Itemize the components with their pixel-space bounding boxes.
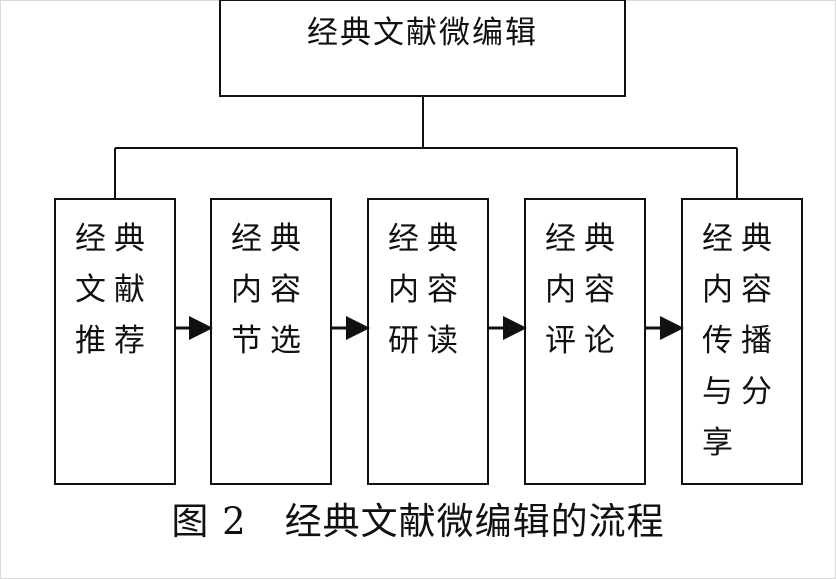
step-label-recommend: 经典文献推荐 <box>75 221 153 359</box>
step-box-5 <box>681 198 803 485</box>
root-box-label: 经典文献微编辑 <box>307 15 538 51</box>
figure-number: 图 2 <box>171 500 247 543</box>
step-box-2 <box>210 198 332 485</box>
step-label-excerpt: 经典内容节选 <box>231 221 309 359</box>
step-label-share: 经典内容传播与分享 <box>702 221 780 461</box>
step-box-4 <box>524 198 646 485</box>
step-label-comment: 经典内容评论 <box>545 221 623 359</box>
step-label-study: 经典内容研读 <box>388 221 466 359</box>
step-box-3 <box>367 198 489 485</box>
step-box-1 <box>54 198 176 485</box>
figure-title: 经典文献微编辑的流程 <box>284 500 665 543</box>
figure-caption: 图 2 经典文献微编辑的流程 <box>0 498 836 546</box>
